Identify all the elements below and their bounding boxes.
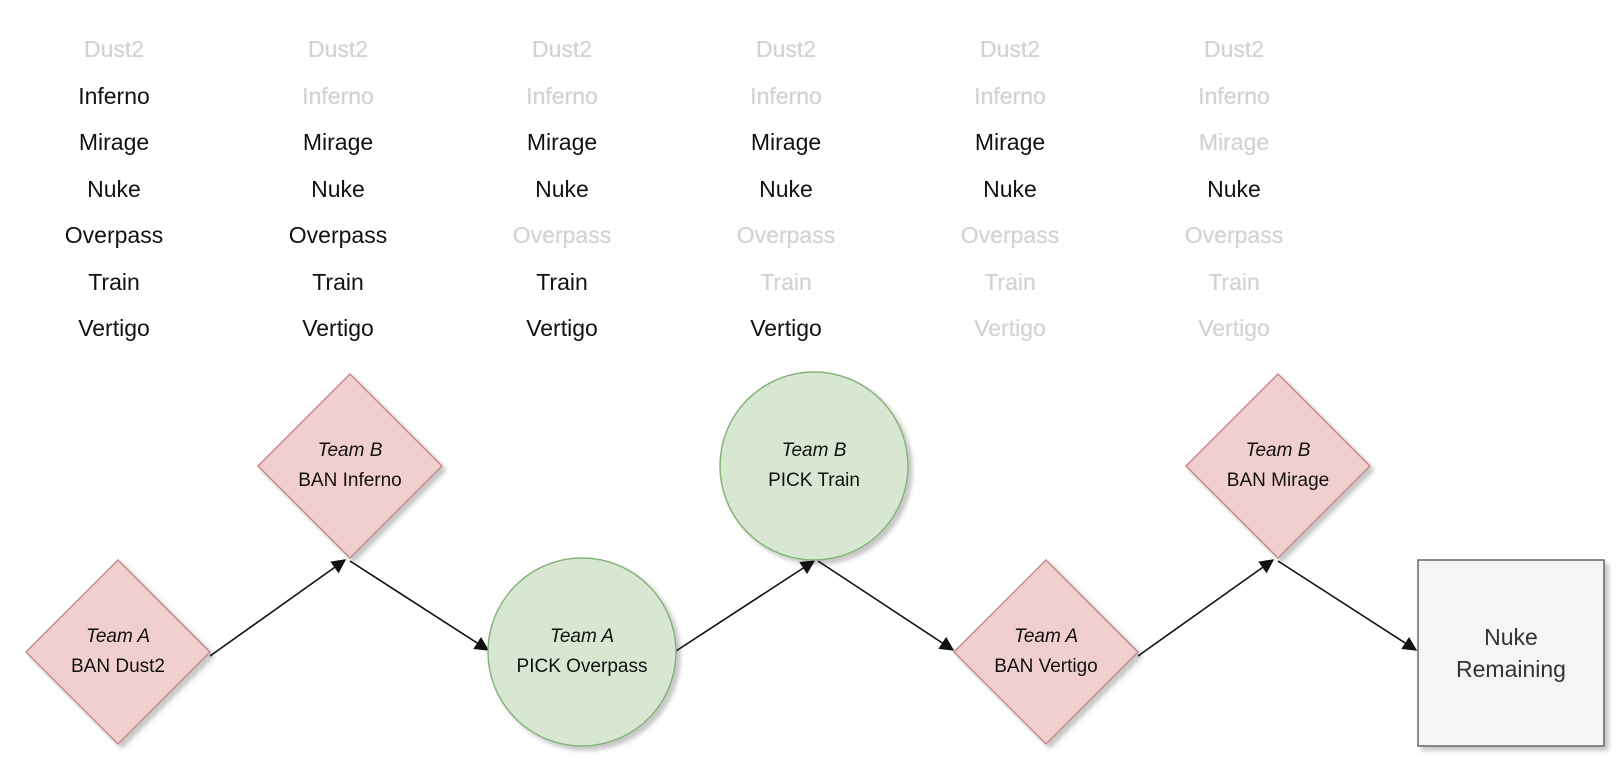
step-label-2: Team B BAN Inferno [250, 436, 450, 496]
ban-diamond-step-2 [256, 372, 444, 560]
pick-circle-step-4 [719, 371, 909, 561]
step-label-6: Team B BAN Mirage [1178, 436, 1378, 496]
map-name: Overpass [288, 222, 388, 248]
map-name: Train [312, 268, 364, 295]
map-name: Vertigo [1198, 315, 1270, 341]
map-name: Overpass [64, 222, 164, 248]
connectors [209, 559, 1418, 657]
map-name: Nuke [759, 175, 813, 202]
team-name: Team B [781, 440, 847, 461]
map-name: Vertigo [78, 315, 150, 341]
map-name: Mirage [78, 129, 150, 155]
map-name: Mirage [526, 129, 598, 155]
team-name: Team A [549, 626, 615, 647]
map-name: Dust2 [83, 36, 145, 62]
veto-action: BAN Dust2 [71, 656, 165, 677]
ban-diamond-step-1 [24, 558, 212, 746]
step-label-4: Team B PICK Train [714, 436, 914, 496]
map-name: Inferno [1198, 82, 1270, 109]
team-name: Team B [1245, 440, 1311, 461]
ban-diamond-step-5 [952, 558, 1140, 746]
result-box [1417, 559, 1605, 747]
result-label: Nuke Remaining [1418, 621, 1604, 685]
map-name: Nuke [87, 175, 141, 202]
map-name: Dust2 [755, 36, 817, 62]
arrow-connector [1277, 560, 1418, 651]
map-name: Vertigo [750, 315, 822, 341]
map-pool-column-1: Dust2 Inferno Mirage Nuke Overpass Train… [14, 26, 214, 352]
map-name: Vertigo [302, 315, 374, 341]
arrow-connector [349, 560, 490, 651]
map-pool-column-6: Dust2 Inferno Mirage Nuke Overpass Train… [1134, 26, 1334, 352]
map-name: Inferno [302, 82, 374, 109]
map-name: Inferno [526, 82, 598, 109]
team-name: Team A [1013, 626, 1079, 647]
map-name: Dust2 [979, 36, 1041, 62]
map-name: Nuke [983, 175, 1037, 202]
map-name: Vertigo [974, 315, 1046, 341]
remaining-caption: Remaining [1456, 656, 1566, 682]
map-name: Train [984, 268, 1036, 295]
map-name: Nuke [311, 175, 365, 202]
map-pool-column-3: Dust2 Inferno Mirage Nuke Overpass Train… [462, 26, 662, 352]
arrow-connector [675, 560, 816, 652]
map-name: Train [536, 268, 588, 295]
veto-action: BAN Inferno [298, 470, 402, 491]
map-name: Mirage [974, 129, 1046, 155]
map-name: Mirage [1198, 129, 1270, 155]
veto-action: BAN Vertigo [994, 656, 1098, 677]
map-name: Train [760, 268, 812, 295]
map-pool-column-2: Dust2 Inferno Mirage Nuke Overpass Train… [238, 26, 438, 352]
map-name: Dust2 [531, 36, 593, 62]
map-name: Overpass [1184, 222, 1284, 248]
veto-action: PICK Train [768, 470, 860, 491]
map-name: Train [1208, 268, 1260, 295]
step-label-1: Team A BAN Dust2 [18, 622, 218, 682]
map-name: Overpass [512, 222, 612, 248]
map-name: Nuke [535, 175, 589, 202]
arrow-connector [209, 559, 347, 657]
map-name: Train [88, 268, 140, 295]
veto-action: PICK Overpass [516, 656, 648, 677]
map-name: Mirage [302, 129, 374, 155]
map-name: Inferno [974, 82, 1046, 109]
step-label-3: Team A PICK Overpass [482, 622, 682, 682]
arrow-connector [1137, 559, 1275, 657]
map-name: Vertigo [526, 315, 598, 341]
map-name: Dust2 [1203, 36, 1265, 62]
remaining-map-name: Nuke [1484, 624, 1538, 650]
map-name: Nuke [1207, 175, 1261, 202]
veto-action: BAN Mirage [1226, 470, 1330, 491]
map-name: Mirage [750, 129, 822, 155]
arrow-connector [817, 560, 955, 651]
map-name: Overpass [960, 222, 1060, 248]
map-name: Dust2 [307, 36, 369, 62]
map-name: Overpass [736, 222, 836, 248]
map-pool-column-5: Dust2 Inferno Mirage Nuke Overpass Train… [910, 26, 1110, 352]
ban-diamond-step-6 [1184, 372, 1372, 560]
map-name: Inferno [78, 82, 150, 109]
map-pool-column-4: Dust2 Inferno Mirage Nuke Overpass Train… [686, 26, 886, 352]
team-name: Team B [317, 440, 383, 461]
team-name: Team A [85, 626, 151, 647]
pick-circle-step-3 [487, 557, 677, 747]
map-name: Inferno [750, 82, 822, 109]
step-label-5: Team A BAN Vertigo [946, 622, 1146, 682]
